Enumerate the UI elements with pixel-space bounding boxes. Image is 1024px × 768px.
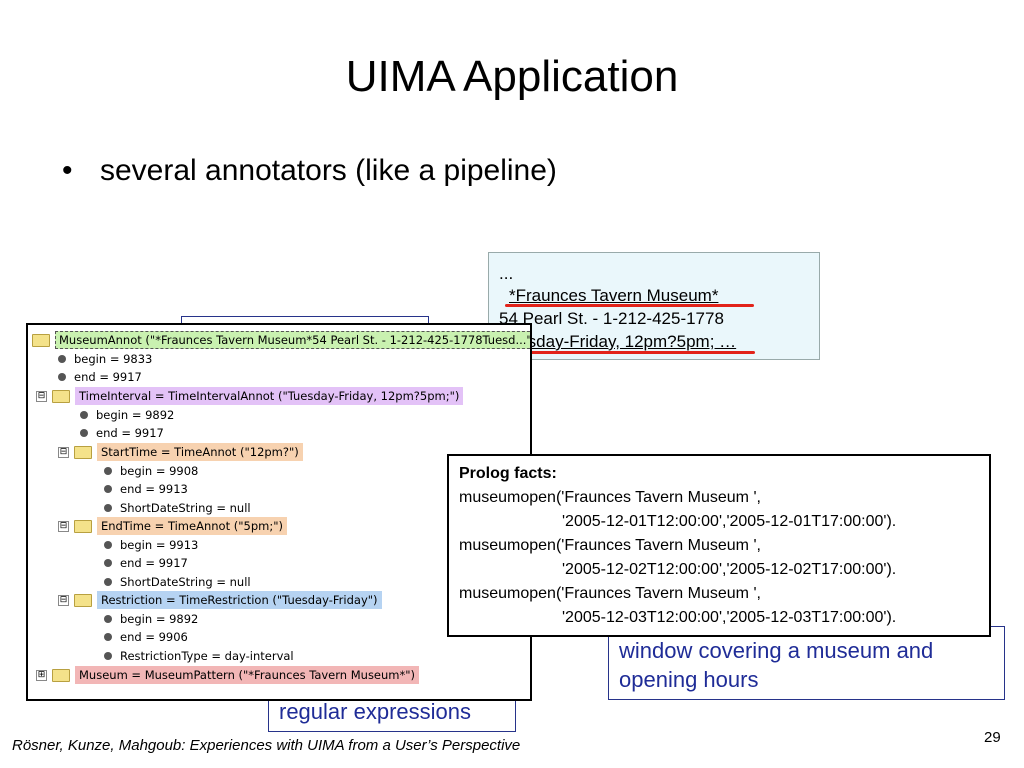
feature-icon [104,559,112,567]
tree-row: end = 9917 [58,368,142,386]
prolog-heading: Prolog facts: [459,465,557,482]
tree-row: begin = 9913 [104,536,198,554]
collapse-icon[interactable]: ⊟ [58,446,69,458]
feature-icon [104,504,112,512]
prolog-line: '2005-12-02T12:00:00','2005-12-02T17:00:… [562,561,897,578]
tree-feature-label: end = 9917 [96,426,164,440]
feature-icon [80,429,88,437]
tree-row: begin = 9892 [80,406,174,424]
tree-feature-label: end = 9913 [120,482,188,496]
prolog-line: '2005-12-03T12:00:00','2005-12-03T17:00:… [562,609,897,626]
folder-icon [52,668,70,682]
tree-node-label: Restriction = TimeRestriction ("Tuesday-… [97,591,382,609]
feature-icon [104,541,112,549]
tree-feature-label: begin = 9892 [96,408,175,422]
collapse-icon[interactable]: ⊟ [36,390,47,402]
feature-icon [104,467,112,475]
folder-icon [74,445,92,459]
tree-row: begin = 9908 [104,462,198,480]
hours-underline [503,351,755,354]
window-callout-line1: window covering a museum and [619,638,934,663]
feature-icon [104,633,112,641]
source-address: 54 Pearl St. - 1-212-425-1778 [499,309,724,328]
source-ellipsis: ... [499,264,514,283]
collapse-icon[interactable]: ⊟ [58,594,69,606]
tree-feature-label: end = 9906 [120,630,188,644]
tree-row: end = 9917 [80,424,164,442]
feature-icon [58,373,66,381]
museum-underline [505,304,754,307]
folder-icon [74,519,92,533]
prolog-line: museumopen('Fraunces Tavern Museum ', [459,489,761,506]
bullet-item: • several annotators (like a pipeline) [62,154,557,188]
tree-row: end = 9906 [104,628,188,646]
tree-feature-label: ShortDateString = null [120,575,251,589]
annotation-tree: MuseumAnnot ("*Fraunces Tavern Museum*54… [26,323,532,701]
feature-icon [80,411,88,419]
feature-icon [58,355,66,363]
tree-feature-label: RestrictionType = day-interval [120,649,294,663]
folder-icon [32,333,50,347]
window-callout: window covering a museum and opening hou… [608,626,1005,700]
tree-feature-label: end = 9917 [74,370,142,384]
tree-feature-label: ShortDateString = null [120,501,251,515]
tree-row: begin = 9892 [104,610,198,628]
tree-node-label: Museum = MuseumPattern ("*Fraunces Taver… [75,666,420,684]
feature-icon [104,485,112,493]
prolog-facts-box: Prolog facts: museumopen('Fraunces Taver… [447,454,991,637]
expand-icon[interactable]: ⊞ [36,669,47,681]
tree-row: ShortDateString = null [104,499,251,517]
folder-icon [74,593,92,607]
tree-row[interactable]: ⊟ TimeInterval = TimeIntervalAnnot ("Tue… [36,387,464,405]
tree-row: ShortDateString = null [104,573,251,591]
window-callout-line2: opening hours [619,667,759,692]
prolog-line: '2005-12-01T12:00:00','2005-12-01T17:00:… [562,513,897,530]
feature-icon [104,615,112,623]
feature-icon [104,578,112,586]
tree-feature-label: end = 9917 [120,556,188,570]
page-number: 29 [984,729,1001,746]
source-text-box: ... *Fraunces Tavern Museum* 54 Pearl St… [488,252,820,360]
tree-node-label: EndTime = TimeAnnot ("5pm;") [97,517,287,535]
tree-row[interactable]: ⊟ Restriction = TimeRestriction ("Tuesda… [58,591,382,609]
tree-feature-label: begin = 9892 [120,612,199,626]
tree-row[interactable]: ⊟ StartTime = TimeAnnot ("12pm?") [58,443,303,461]
tree-feature-label: begin = 9913 [120,538,199,552]
bullet-text: several annotators (like a pipeline) [100,154,557,187]
bullet-dot: • [62,154,73,187]
tree-row: end = 9913 [104,480,188,498]
tree-feature-label: begin = 9908 [120,464,199,478]
collapse-icon[interactable]: ⊟ [58,520,69,532]
prolog-line: museumopen('Fraunces Tavern Museum ', [459,585,761,602]
folder-icon [52,389,70,403]
slide-title: UIMA Application [345,52,679,101]
tree-node-label: TimeInterval = TimeIntervalAnnot ("Tuesd… [75,387,464,405]
tree-node-label: MuseumAnnot ("*Fraunces Tavern Museum*54… [55,331,530,349]
feature-icon [104,652,112,660]
tree-feature-label: begin = 9833 [74,352,153,366]
slide-footer: Rösner, Kunze, Mahgoub: Experiences with… [12,737,521,754]
tree-node-label: StartTime = TimeAnnot ("12pm?") [97,443,303,461]
prolog-line: museumopen('Fraunces Tavern Museum ', [459,537,761,554]
regex-callout-text: regular expressions [279,699,471,724]
source-museum-name: *Fraunces Tavern Museum* [509,286,719,305]
tree-row[interactable]: MuseumAnnot ("*Fraunces Tavern Museum*54… [32,331,530,349]
tree-row: RestrictionType = day-interval [104,647,294,665]
tree-row: begin = 9833 [58,350,152,368]
tree-row[interactable]: ⊞ Museum = MuseumPattern ("*Fraunces Tav… [36,666,420,684]
tree-row[interactable]: ⊟ EndTime = TimeAnnot ("5pm;") [58,517,287,535]
tree-row: end = 9917 [104,554,188,572]
source-hours: Tuesday-Friday, 12pm?5pm; … [499,332,737,351]
